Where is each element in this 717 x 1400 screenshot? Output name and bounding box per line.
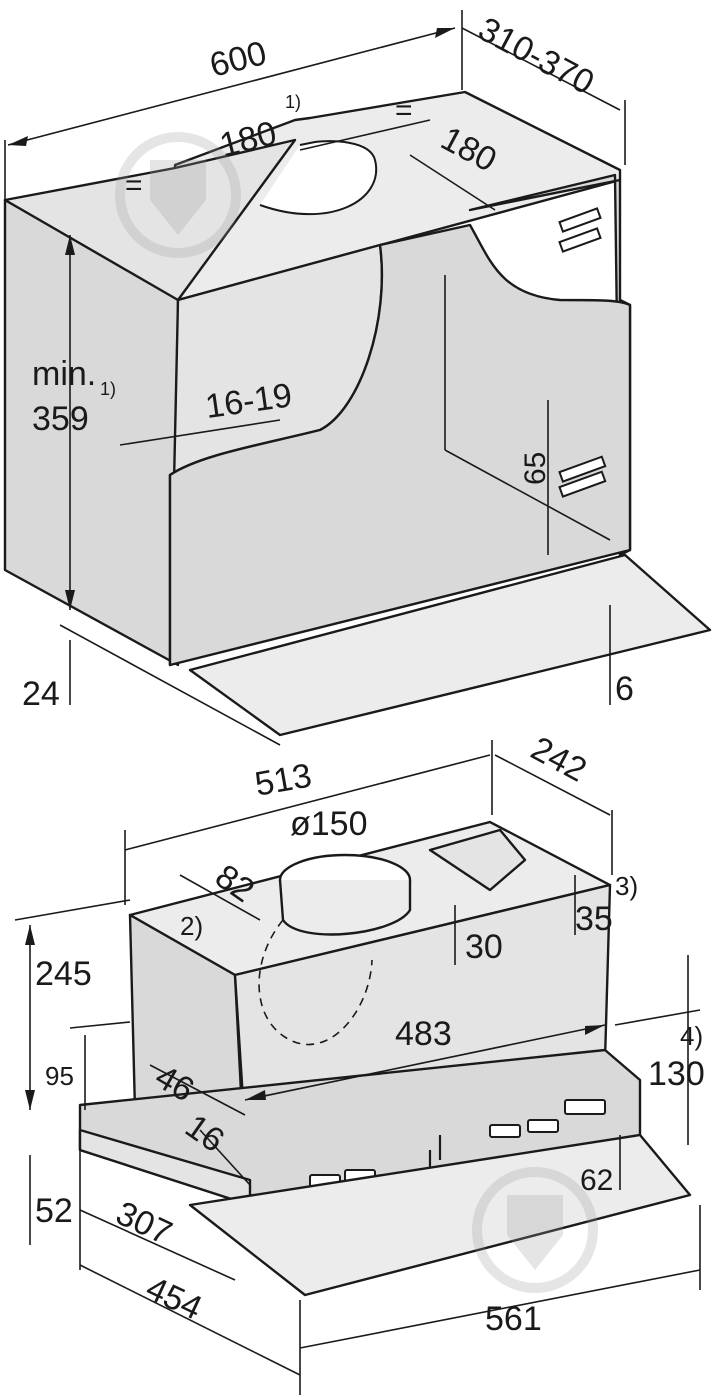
hood-total-depth-label: 454 (140, 1269, 207, 1327)
hood-glass-visor (188, 1133, 692, 1297)
hood-front-depth-label: 307 (110, 1194, 177, 1252)
hood-note-3: 3) (615, 871, 638, 901)
hood-note-2: 2) (180, 911, 203, 941)
hood-glass-width-label: 561 (485, 1300, 542, 1338)
duct-hole (259, 140, 378, 216)
hood-side-height-label: 95 (45, 1061, 74, 1091)
hood-base-height-label: 52 (35, 1192, 73, 1230)
hood-bracket-height-label: 35 (575, 900, 613, 938)
cabinet-width-label: 600 (206, 34, 270, 85)
hood-width-label: 513 (252, 757, 314, 804)
cabinet-drawing (3, 10, 712, 746)
cabinet-depth-label: 310-370 (472, 10, 600, 102)
hood-height-label: 245 (35, 955, 92, 993)
cabinet-bottom-offset-label: 24 (22, 675, 60, 713)
cabinet-min-height-label: 359 (32, 400, 89, 438)
equal-mark-right: = (395, 94, 413, 127)
cabinet-min-label: min. (32, 355, 96, 393)
hood-duct-diameter-label: ø150 (290, 805, 368, 843)
shield-download-icon (472, 1167, 598, 1293)
cabinet-bottom-panel (168, 223, 632, 667)
cabinet-top-strip (3, 138, 297, 302)
glass-plate (188, 553, 712, 737)
cabinet-glass-offset-label: 6 (615, 670, 634, 708)
hood-duct-height-label: 30 (465, 928, 503, 966)
hood-drawing (14, 740, 701, 1395)
hood-inner-width-label: 483 (395, 1015, 452, 1053)
hood-note-4: 4) (680, 1021, 703, 1051)
cabinet-min-height-note: 1) (100, 379, 116, 399)
hood-depth-label: 242 (525, 729, 593, 789)
cabinet-duct-offset-note: 1) (285, 92, 301, 112)
cabinet-bracket-gap-label: 65 (519, 452, 552, 485)
hood-front-height-label: 130 (648, 1055, 705, 1093)
shield-download-icon (115, 132, 241, 258)
hood-visor-height-label: 62 (580, 1164, 613, 1197)
equal-mark-left: = (125, 169, 143, 202)
